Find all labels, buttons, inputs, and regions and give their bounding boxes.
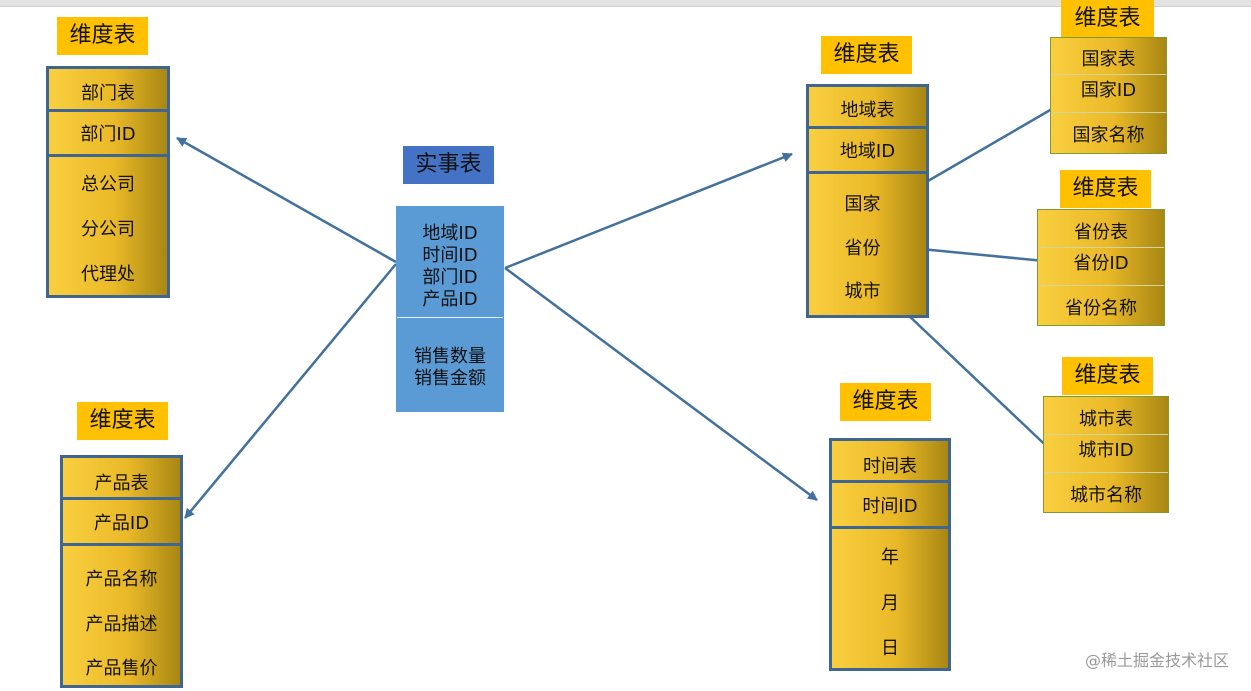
fact-key-region: 地域ID: [422, 223, 478, 244]
arrow-fact-to-product: [184, 263, 397, 519]
country-dimension-label: 维度表: [1061, 0, 1154, 38]
product-field-2: 产品描述: [85, 614, 158, 635]
fact-key-time: 时间ID: [422, 245, 478, 266]
dept-table: 部门表 部门ID 总公司 分公司 代理处: [46, 66, 170, 298]
region-field-country: 国家: [844, 194, 881, 215]
city-dimension-label: 维度表: [1062, 357, 1153, 395]
dept-dimension-label: 维度表: [57, 17, 148, 55]
fact-key-dept: 部门ID: [422, 267, 478, 288]
dept-field-1: 总公司: [81, 174, 135, 195]
country-table: 国家表 国家ID 国家名称: [1050, 37, 1167, 154]
province-table-header: 省份表: [1038, 210, 1164, 248]
region-table-header: 地域表: [809, 87, 926, 129]
province-field-name: 省份名称: [1065, 298, 1137, 319]
dept-table-key: 部门ID: [49, 112, 167, 157]
region-field-province: 省份: [844, 238, 881, 259]
country-table-header: 国家表: [1051, 38, 1166, 75]
product-field-1: 产品名称: [85, 569, 158, 590]
product-table: 产品表 产品ID 产品名称 产品描述 产品售价: [60, 455, 183, 688]
region-table-key: 地域ID: [809, 129, 926, 174]
province-dimension-label: 维度表: [1060, 170, 1151, 208]
time-field-year: 年: [881, 547, 899, 568]
city-field-name: 城市名称: [1070, 485, 1142, 506]
city-table-header: 城市表: [1044, 397, 1168, 435]
dept-field-2: 分公司: [81, 219, 135, 240]
country-table-key: 国家ID: [1051, 75, 1166, 113]
product-table-header: 产品表: [63, 458, 180, 500]
fact-table-label: 实事表: [403, 146, 494, 184]
fact-measure-amount: 销售金额: [414, 368, 486, 389]
region-field-city: 城市: [844, 281, 881, 302]
product-dimension-label: 维度表: [77, 402, 168, 440]
time-field-month: 月: [881, 593, 899, 614]
region-table: 地域表 地域ID 国家 省份 城市: [806, 84, 929, 318]
fact-table-divider: [397, 317, 503, 318]
dept-table-header: 部门表: [49, 69, 167, 112]
dept-field-3: 代理处: [81, 264, 135, 285]
window-top-bar: [0, 0, 1251, 7]
province-table: 省份表 省份ID 省份名称: [1037, 209, 1165, 326]
time-dimension-label: 维度表: [840, 383, 931, 421]
fact-table: 地域ID 时间ID 部门ID 产品ID 销售数量 销售金额: [396, 206, 504, 412]
arrow-fact-to-region: [504, 152, 793, 270]
time-table-key: 时间ID: [832, 483, 948, 529]
region-dimension-label: 维度表: [821, 36, 912, 74]
time-table-header: 时间表: [832, 441, 948, 483]
time-field-day: 日: [881, 638, 899, 659]
city-table: 城市表 城市ID 城市名称: [1043, 396, 1169, 513]
country-field-name: 国家名称: [1072, 125, 1145, 146]
product-table-key: 产品ID: [63, 500, 180, 546]
arrow-city-to-city-table: [887, 295, 1058, 457]
fact-key-product: 产品ID: [422, 289, 478, 310]
province-table-key: 省份ID: [1038, 248, 1164, 286]
product-field-3: 产品售价: [85, 658, 158, 679]
arrow-fact-to-time: [504, 266, 818, 502]
time-table: 时间表 时间ID 年 月 日: [829, 438, 951, 671]
watermark: @稀土掘金技术社区: [1084, 651, 1229, 670]
city-table-key: 城市ID: [1044, 435, 1168, 473]
fact-measure-quantity: 销售数量: [414, 346, 486, 367]
arrow-fact-to-dept: [176, 136, 397, 264]
